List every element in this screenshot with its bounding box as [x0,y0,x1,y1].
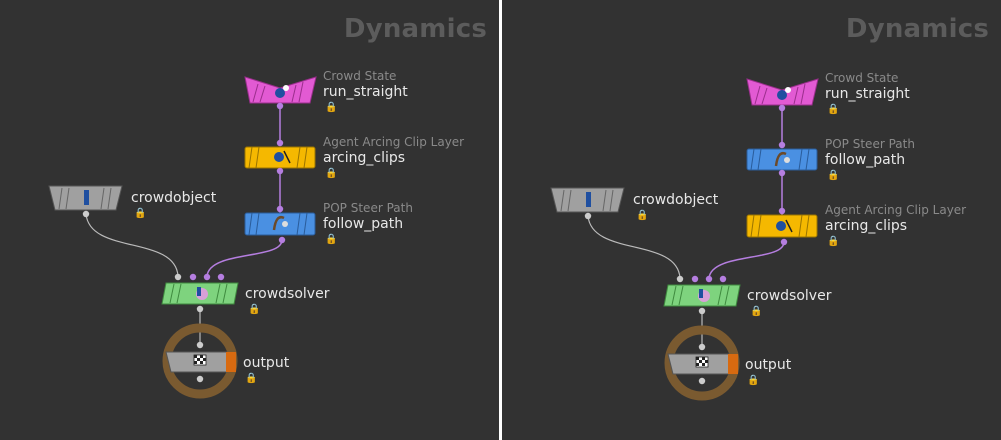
input-connector[interactable] [203,273,211,281]
node-type-label: Agent Arcing Clip Layer [323,135,465,149]
display-flag[interactable] [728,354,738,374]
steer-icon [272,216,285,231]
node-crowdobject[interactable] [48,185,123,211]
node-output[interactable] [667,353,738,375]
agent-arc-icon [776,221,786,231]
lock-icon[interactable]: 🔒 [636,210,649,221]
node-steer-path[interactable] [746,148,818,171]
output-connector[interactable] [778,169,786,177]
wire-object-to-solver[interactable] [85,213,179,277]
lock-icon[interactable]: 🔒 [747,375,760,386]
lock-icon[interactable]: 🔒 [750,306,763,317]
output-connector[interactable] [778,104,786,112]
input-connector[interactable] [778,141,786,149]
node-crowdsolver[interactable] [663,284,741,307]
input-connector[interactable] [174,273,182,281]
node-name-label[interactable]: follow_path [825,152,906,168]
input-connector[interactable] [276,139,284,147]
wires-layer [48,76,317,399]
flag-icon [695,356,709,368]
output-connector[interactable] [278,236,286,244]
node-name-label[interactable]: output [243,355,290,371]
node-name-label[interactable]: output [745,357,792,373]
output-connector[interactable] [82,210,90,218]
node-type-label: POP Steer Path [825,137,915,151]
output-connector[interactable] [196,375,204,383]
context-title: Dynamics [845,14,989,44]
node-crowd-state[interactable] [746,78,819,106]
input-connector[interactable] [189,273,197,281]
node-name-label[interactable]: run_straight [323,84,408,100]
lock-icon[interactable]: 🔒 [325,168,338,179]
node-crowd-state[interactable] [244,76,317,104]
steer-icon [774,152,787,167]
agent-arc-icon [274,152,284,162]
output-connector[interactable] [698,377,706,385]
output-connector[interactable] [276,167,284,175]
node-name-label[interactable]: crowdsolver [245,286,330,302]
node-clip-layer[interactable] [244,146,316,169]
wires-layer [550,78,819,401]
input-connector[interactable] [691,275,699,283]
output-connector[interactable] [780,238,788,246]
node-crowdobject[interactable] [550,187,625,213]
node-name-label[interactable]: crowdsolver [747,288,832,304]
input-connector[interactable] [778,207,786,215]
flag-icon [193,354,207,366]
agent-icon [275,88,285,98]
node-name-label[interactable]: crowdobject [131,190,217,206]
output-connector[interactable] [276,102,284,110]
lock-icon[interactable]: 🔒 [827,236,840,247]
agent-icon [586,192,591,207]
node-clip-layer[interactable] [746,214,818,238]
lock-icon[interactable]: 🔒 [245,373,258,384]
wire-steer-to-solver[interactable] [206,239,283,277]
wire-object-to-solver[interactable] [587,215,681,279]
node-type-label: Agent Arcing Clip Layer [825,203,967,217]
node-output[interactable] [165,351,236,373]
input-connector[interactable] [196,341,204,349]
lock-icon[interactable]: 🔒 [325,234,338,245]
node-name-label[interactable]: crowdobject [633,192,719,208]
context-title: Dynamics [343,14,487,44]
input-connector[interactable] [276,205,284,213]
node-type-label: Crowd State [323,69,397,83]
lock-icon[interactable]: 🔒 [827,170,840,181]
display-flag[interactable] [226,352,236,372]
node-name-label[interactable]: arcing_clips [825,218,908,234]
lock-icon[interactable]: 🔒 [325,102,338,113]
node-name-label[interactable]: run_straight [825,86,910,102]
input-connector[interactable] [719,275,727,283]
node-type-label: POP Steer Path [323,201,413,215]
input-connector[interactable] [705,275,713,283]
node-steer-path[interactable] [244,212,316,236]
agent-icon [84,190,89,205]
node-name-label[interactable]: follow_path [323,216,404,232]
node-crowdsolver[interactable] [161,282,239,305]
lock-icon[interactable]: 🔒 [248,304,261,315]
node-type-label: Crowd State [825,71,899,85]
output-connector[interactable] [584,212,592,220]
output-connector[interactable] [698,307,706,315]
lock-icon[interactable]: 🔒 [134,208,147,219]
network-editor-right[interactable]: Dynamics [502,0,1001,440]
input-connector[interactable] [217,273,225,281]
network-editor-left[interactable]: Dynamics [0,0,499,440]
node-name-label[interactable]: arcing_clips [323,150,406,166]
output-connector[interactable] [196,305,204,313]
input-connector[interactable] [698,343,706,351]
lock-icon[interactable]: 🔒 [827,104,840,115]
wire-clip-to-solver[interactable] [708,241,785,279]
input-connector[interactable] [676,275,684,283]
agent-icon [777,90,787,100]
